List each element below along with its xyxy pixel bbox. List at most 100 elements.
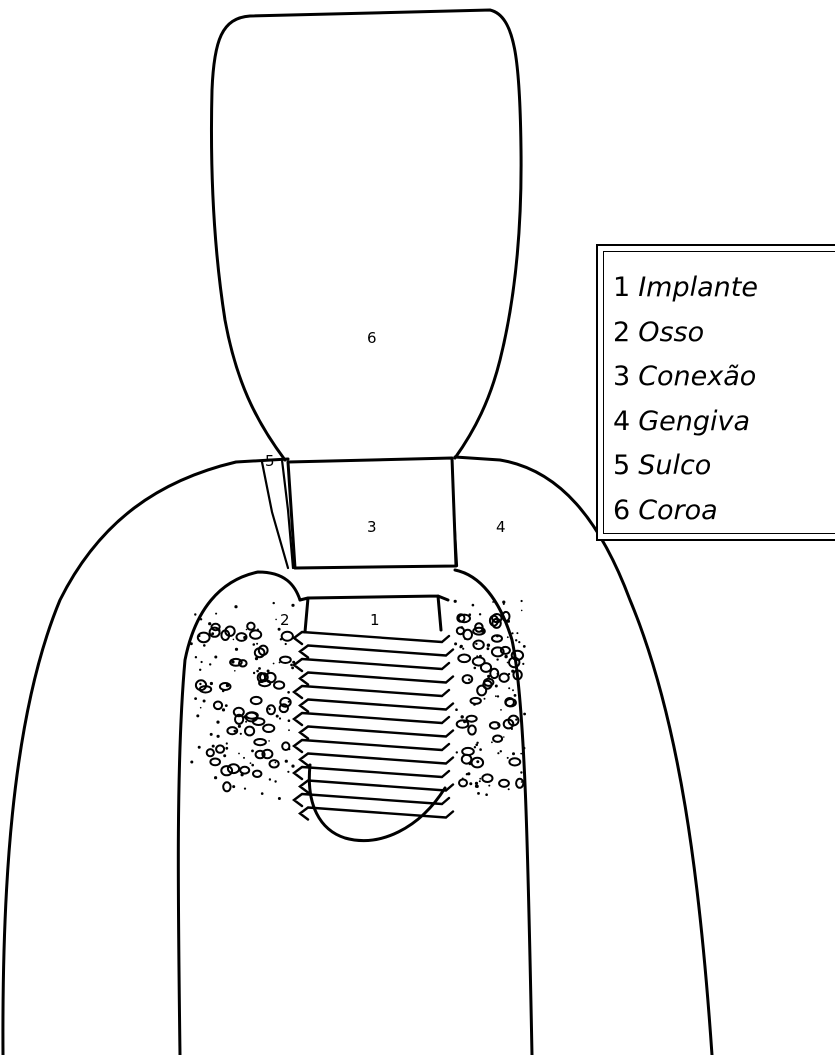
bone-speck bbox=[520, 753, 522, 755]
bone-speck bbox=[507, 662, 509, 664]
bone-pore bbox=[254, 739, 266, 745]
bone-speck bbox=[214, 656, 217, 659]
bone-speck bbox=[238, 753, 240, 755]
bone-speck bbox=[225, 704, 228, 707]
bone-speck bbox=[460, 645, 463, 648]
bone-speck bbox=[279, 717, 281, 719]
bone-speck bbox=[479, 613, 481, 615]
bone-pore bbox=[482, 774, 492, 782]
bone-speck bbox=[475, 785, 478, 788]
bone-speck bbox=[515, 639, 517, 641]
legend-item-implant: 1Implante bbox=[613, 266, 835, 311]
bone-speck bbox=[288, 729, 290, 731]
bone-pore bbox=[274, 681, 284, 688]
bone-speck bbox=[198, 635, 200, 637]
bone-speck bbox=[190, 642, 193, 645]
bone-speck bbox=[479, 748, 482, 751]
bone-speck bbox=[223, 754, 226, 757]
bone-speck bbox=[487, 675, 490, 678]
bone-speck bbox=[496, 620, 499, 623]
bone-speck bbox=[250, 762, 252, 764]
bone-speck bbox=[274, 780, 276, 782]
bone-speck bbox=[467, 772, 470, 775]
bone-speck bbox=[251, 764, 254, 767]
bone-pore bbox=[493, 736, 502, 742]
bone-pore bbox=[458, 655, 470, 663]
bone-pore bbox=[240, 767, 249, 774]
bone-pore bbox=[457, 720, 469, 727]
bone-speck bbox=[216, 721, 219, 724]
marker-sulcus: 5 bbox=[265, 452, 275, 470]
bone-speck bbox=[497, 752, 499, 754]
bone-pore bbox=[459, 779, 467, 786]
bone-speck bbox=[517, 675, 519, 677]
bone-pore bbox=[220, 683, 231, 690]
bone-pore bbox=[467, 716, 477, 722]
bone-speck bbox=[222, 690, 225, 693]
bone-speck bbox=[287, 691, 290, 694]
bone-speck bbox=[511, 670, 514, 673]
bone-speck bbox=[226, 684, 229, 687]
bone-speck bbox=[508, 687, 510, 689]
bone-speck bbox=[507, 757, 509, 759]
bone-pore bbox=[221, 766, 232, 775]
marker-gum: 4 bbox=[496, 518, 506, 536]
bone-speck bbox=[190, 761, 193, 764]
bone-speck bbox=[461, 715, 463, 717]
bone-speck bbox=[454, 600, 457, 603]
bone-speck bbox=[496, 634, 499, 637]
bone-pore bbox=[471, 698, 481, 704]
legend-item-crown: 6Coroa bbox=[613, 489, 835, 534]
bone-speck bbox=[495, 695, 497, 697]
marker-crown: 6 bbox=[367, 329, 377, 347]
bone-speck bbox=[291, 604, 294, 607]
bone-speck bbox=[497, 724, 499, 726]
bone-speck bbox=[469, 613, 472, 616]
bone-speck bbox=[285, 760, 288, 763]
bone-speck bbox=[511, 632, 513, 634]
bone-speck bbox=[273, 602, 275, 604]
bone-speck bbox=[256, 670, 259, 673]
bone-speck bbox=[245, 721, 247, 723]
bone-pore bbox=[228, 764, 239, 773]
bone-speck bbox=[285, 643, 287, 645]
bone-speck bbox=[508, 788, 510, 790]
bone-speck bbox=[475, 643, 477, 645]
bone-speck bbox=[196, 714, 199, 717]
marker-bone: 2 bbox=[280, 611, 290, 629]
bone-speck bbox=[456, 751, 458, 753]
bone-speck bbox=[243, 715, 246, 718]
legend-item-gum: 4Gengiva bbox=[613, 400, 835, 445]
bone-pore bbox=[509, 758, 520, 765]
bone-speck bbox=[231, 660, 234, 663]
bone-speck bbox=[251, 750, 254, 753]
bone-speck bbox=[462, 648, 464, 650]
bone-speck bbox=[279, 662, 281, 664]
bone-pore bbox=[270, 760, 279, 767]
bone-pore bbox=[477, 686, 486, 696]
bone-speck bbox=[523, 747, 526, 750]
bone-speck bbox=[253, 672, 255, 674]
bone-speck bbox=[198, 746, 201, 749]
bone-speck bbox=[496, 658, 498, 660]
bone-speck bbox=[479, 780, 481, 782]
bone-speck bbox=[201, 661, 203, 663]
legend-item-sulcus: 5Sulco bbox=[613, 444, 835, 489]
bone-speck bbox=[463, 720, 466, 723]
bone-speck bbox=[275, 762, 277, 764]
bone-pore bbox=[468, 726, 476, 735]
bone-speck bbox=[521, 610, 523, 612]
bone-speck bbox=[469, 762, 472, 765]
bone-speck bbox=[521, 781, 523, 783]
bone-speck bbox=[222, 708, 225, 711]
bone-speck bbox=[194, 613, 196, 615]
bone-speck bbox=[497, 673, 499, 675]
bone-speck bbox=[258, 667, 261, 670]
bone-pore bbox=[263, 725, 274, 732]
bone-speck bbox=[291, 765, 294, 768]
bone-speck bbox=[280, 638, 282, 640]
bone-speck bbox=[497, 695, 499, 697]
bone-speck bbox=[240, 733, 242, 735]
